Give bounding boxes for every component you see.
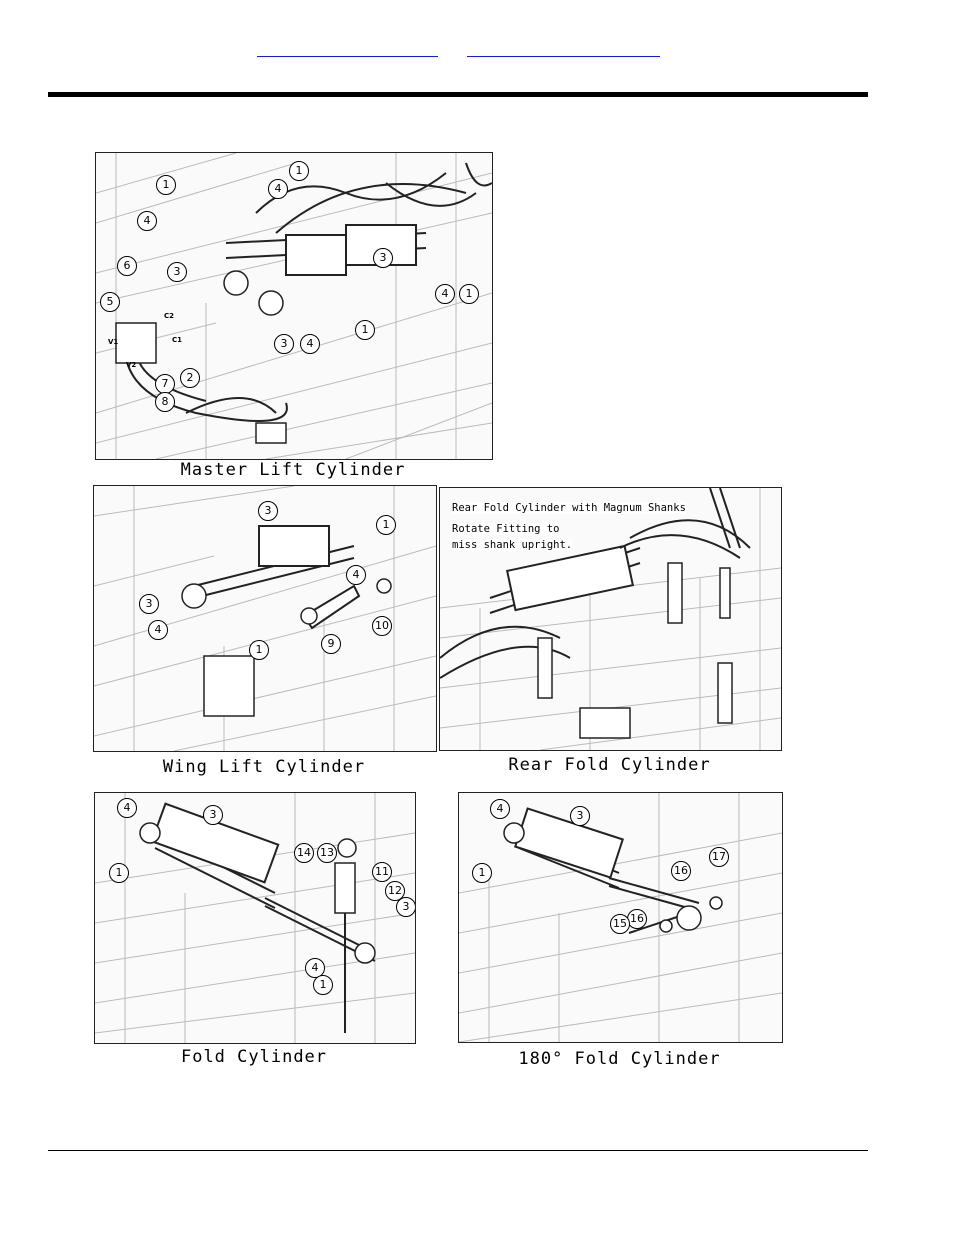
header-rule <box>48 92 868 97</box>
callout-4: 4 <box>490 799 510 819</box>
callout-15: 15 <box>610 914 630 934</box>
callout-8: 8 <box>155 392 175 412</box>
fold-180-cylinder-diagram: 4 3 1 16 17 16 15 <box>458 792 783 1043</box>
callout-4: 4 <box>346 565 366 585</box>
header-link-right[interactable] <box>467 40 660 57</box>
fold-drawing <box>95 793 415 1043</box>
callout-9: 9 <box>321 634 341 654</box>
fold-180-caption: 180° Fold Cylinder <box>458 1049 781 1069</box>
fold-caption: Fold Cylinder <box>94 1047 414 1067</box>
callout-1: 1 <box>156 175 176 195</box>
callout-2: 2 <box>180 368 200 388</box>
port-c1-label: C1 <box>172 336 182 344</box>
callout-1: 1 <box>249 640 269 660</box>
callout-16: 16 <box>627 909 647 929</box>
master-lift-cylinder-diagram: C2 C1 V1 V2 1 1 4 4 6 3 5 3 2 3 4 4 1 7 … <box>95 152 493 460</box>
footer-rule <box>48 1150 868 1151</box>
wing-lift-caption: Wing Lift Cylinder <box>93 757 435 777</box>
callout-3: 3 <box>373 248 393 268</box>
callout-1: 1 <box>472 863 492 883</box>
callout-4: 4 <box>117 798 137 818</box>
port-c2-label: C2 <box>164 312 174 320</box>
port-v1-label: V1 <box>108 338 118 346</box>
callout-3: 3 <box>139 594 159 614</box>
callout-3: 3 <box>570 806 590 826</box>
callout-1: 1 <box>459 284 479 304</box>
callout-11: 11 <box>372 862 392 882</box>
callout-10: 10 <box>372 616 392 636</box>
callout-1: 1 <box>376 515 396 535</box>
wing-lift-cylinder-diagram: 3 1 4 3 10 4 1 9 <box>93 485 437 752</box>
master-lift-caption: Master Lift Cylinder <box>95 460 491 480</box>
rear-fold-note-title: Rear Fold Cylinder with Magnum Shanks <box>452 502 686 514</box>
callout-1: 1 <box>313 975 333 995</box>
rear-fold-note-line3: miss shank upright. <box>452 539 572 551</box>
callout-3: 3 <box>167 262 187 282</box>
port-v2-label: V2 <box>126 361 136 369</box>
callout-3: 3 <box>258 501 278 521</box>
rear-fold-note-line2: Rotate Fitting to <box>452 523 559 535</box>
callout-13: 13 <box>317 843 337 863</box>
callout-6: 6 <box>117 256 137 276</box>
rear-fold-caption: Rear Fold Cylinder <box>439 755 780 775</box>
callout-4: 4 <box>300 334 320 354</box>
master-lift-drawing <box>96 153 492 459</box>
callout-5: 5 <box>100 292 120 312</box>
callout-1: 1 <box>109 863 129 883</box>
callout-7: 7 <box>155 374 175 394</box>
callout-4: 4 <box>268 179 288 199</box>
callout-1: 1 <box>289 161 309 181</box>
callout-3: 3 <box>203 805 223 825</box>
fold-cylinder-diagram: 4 3 1 14 13 11 12 3 4 1 <box>94 792 416 1044</box>
header-link-left[interactable] <box>257 40 438 57</box>
callout-16: 16 <box>671 861 691 881</box>
rear-fold-cylinder-diagram: Rear Fold Cylinder with Magnum Shanks Ro… <box>439 487 782 751</box>
callout-3: 3 <box>274 334 294 354</box>
callout-4: 4 <box>435 284 455 304</box>
callout-1: 1 <box>355 320 375 340</box>
callout-3: 3 <box>396 897 416 917</box>
callout-4: 4 <box>137 211 157 231</box>
callout-17: 17 <box>709 847 729 867</box>
callout-14: 14 <box>294 843 314 863</box>
callout-4: 4 <box>148 620 168 640</box>
